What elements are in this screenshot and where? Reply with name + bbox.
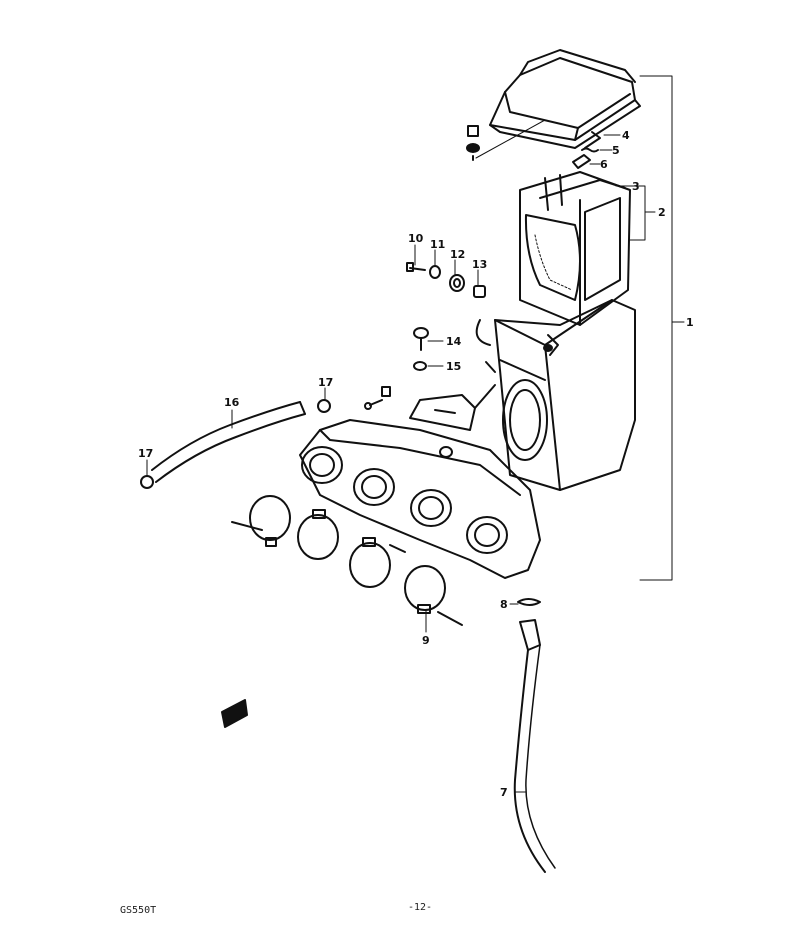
bolt-10: [406, 262, 426, 272]
callout-8: 8: [500, 598, 508, 611]
callout-16: 16: [224, 396, 240, 409]
callout-17-right: 17: [318, 376, 333, 389]
callout-1: 1: [686, 316, 694, 329]
washer-6: [572, 154, 601, 169]
callout-9: 9: [422, 634, 430, 647]
spring-5: [581, 147, 613, 153]
callout-11: 11: [430, 238, 445, 251]
callout-6: 6: [600, 158, 608, 171]
washer-15: [413, 361, 444, 371]
screw-set: [364, 386, 391, 410]
screw-4: [584, 131, 621, 149]
callout-15: 15: [446, 360, 461, 373]
bolt-14: [413, 327, 444, 351]
small-badge: [221, 699, 248, 728]
drain-hose: [513, 619, 556, 873]
callout-12: 12: [450, 248, 465, 261]
hose-clamp-right: [317, 399, 331, 413]
cap-screw: [466, 119, 546, 161]
callout-2: 2: [658, 206, 666, 219]
callout-10: 10: [408, 232, 424, 245]
mounting-bracket: [409, 319, 496, 431]
grommet-12: [449, 274, 465, 292]
intake-manifold: [299, 419, 541, 579]
drain-clip: [517, 598, 541, 606]
callout-13: 13: [472, 258, 487, 271]
callout-3: 3: [632, 180, 640, 193]
intake-clamp-2: [297, 509, 339, 560]
callout-5: 5: [612, 144, 620, 157]
intake-clamp-4: [404, 565, 463, 626]
washer-11: [429, 265, 441, 279]
air-filter-element: [519, 171, 631, 326]
callout-4: 4: [622, 129, 630, 142]
intake-clamp-1: [231, 495, 291, 547]
airbox-housing: [494, 299, 636, 491]
callout-14: 14: [446, 335, 462, 348]
callout-17-left: 17: [138, 447, 153, 460]
breather-hose: [151, 401, 306, 483]
callout-7: 7: [500, 786, 508, 799]
model-code: GS550T: [120, 905, 157, 916]
spacer-13: [473, 285, 486, 298]
page-number: -12-: [408, 902, 433, 913]
leader-lines: [146, 75, 685, 793]
air-cleaner-cap: [489, 49, 641, 149]
intake-clamp-3: [349, 537, 406, 588]
hose-clamp-left: [140, 475, 154, 489]
